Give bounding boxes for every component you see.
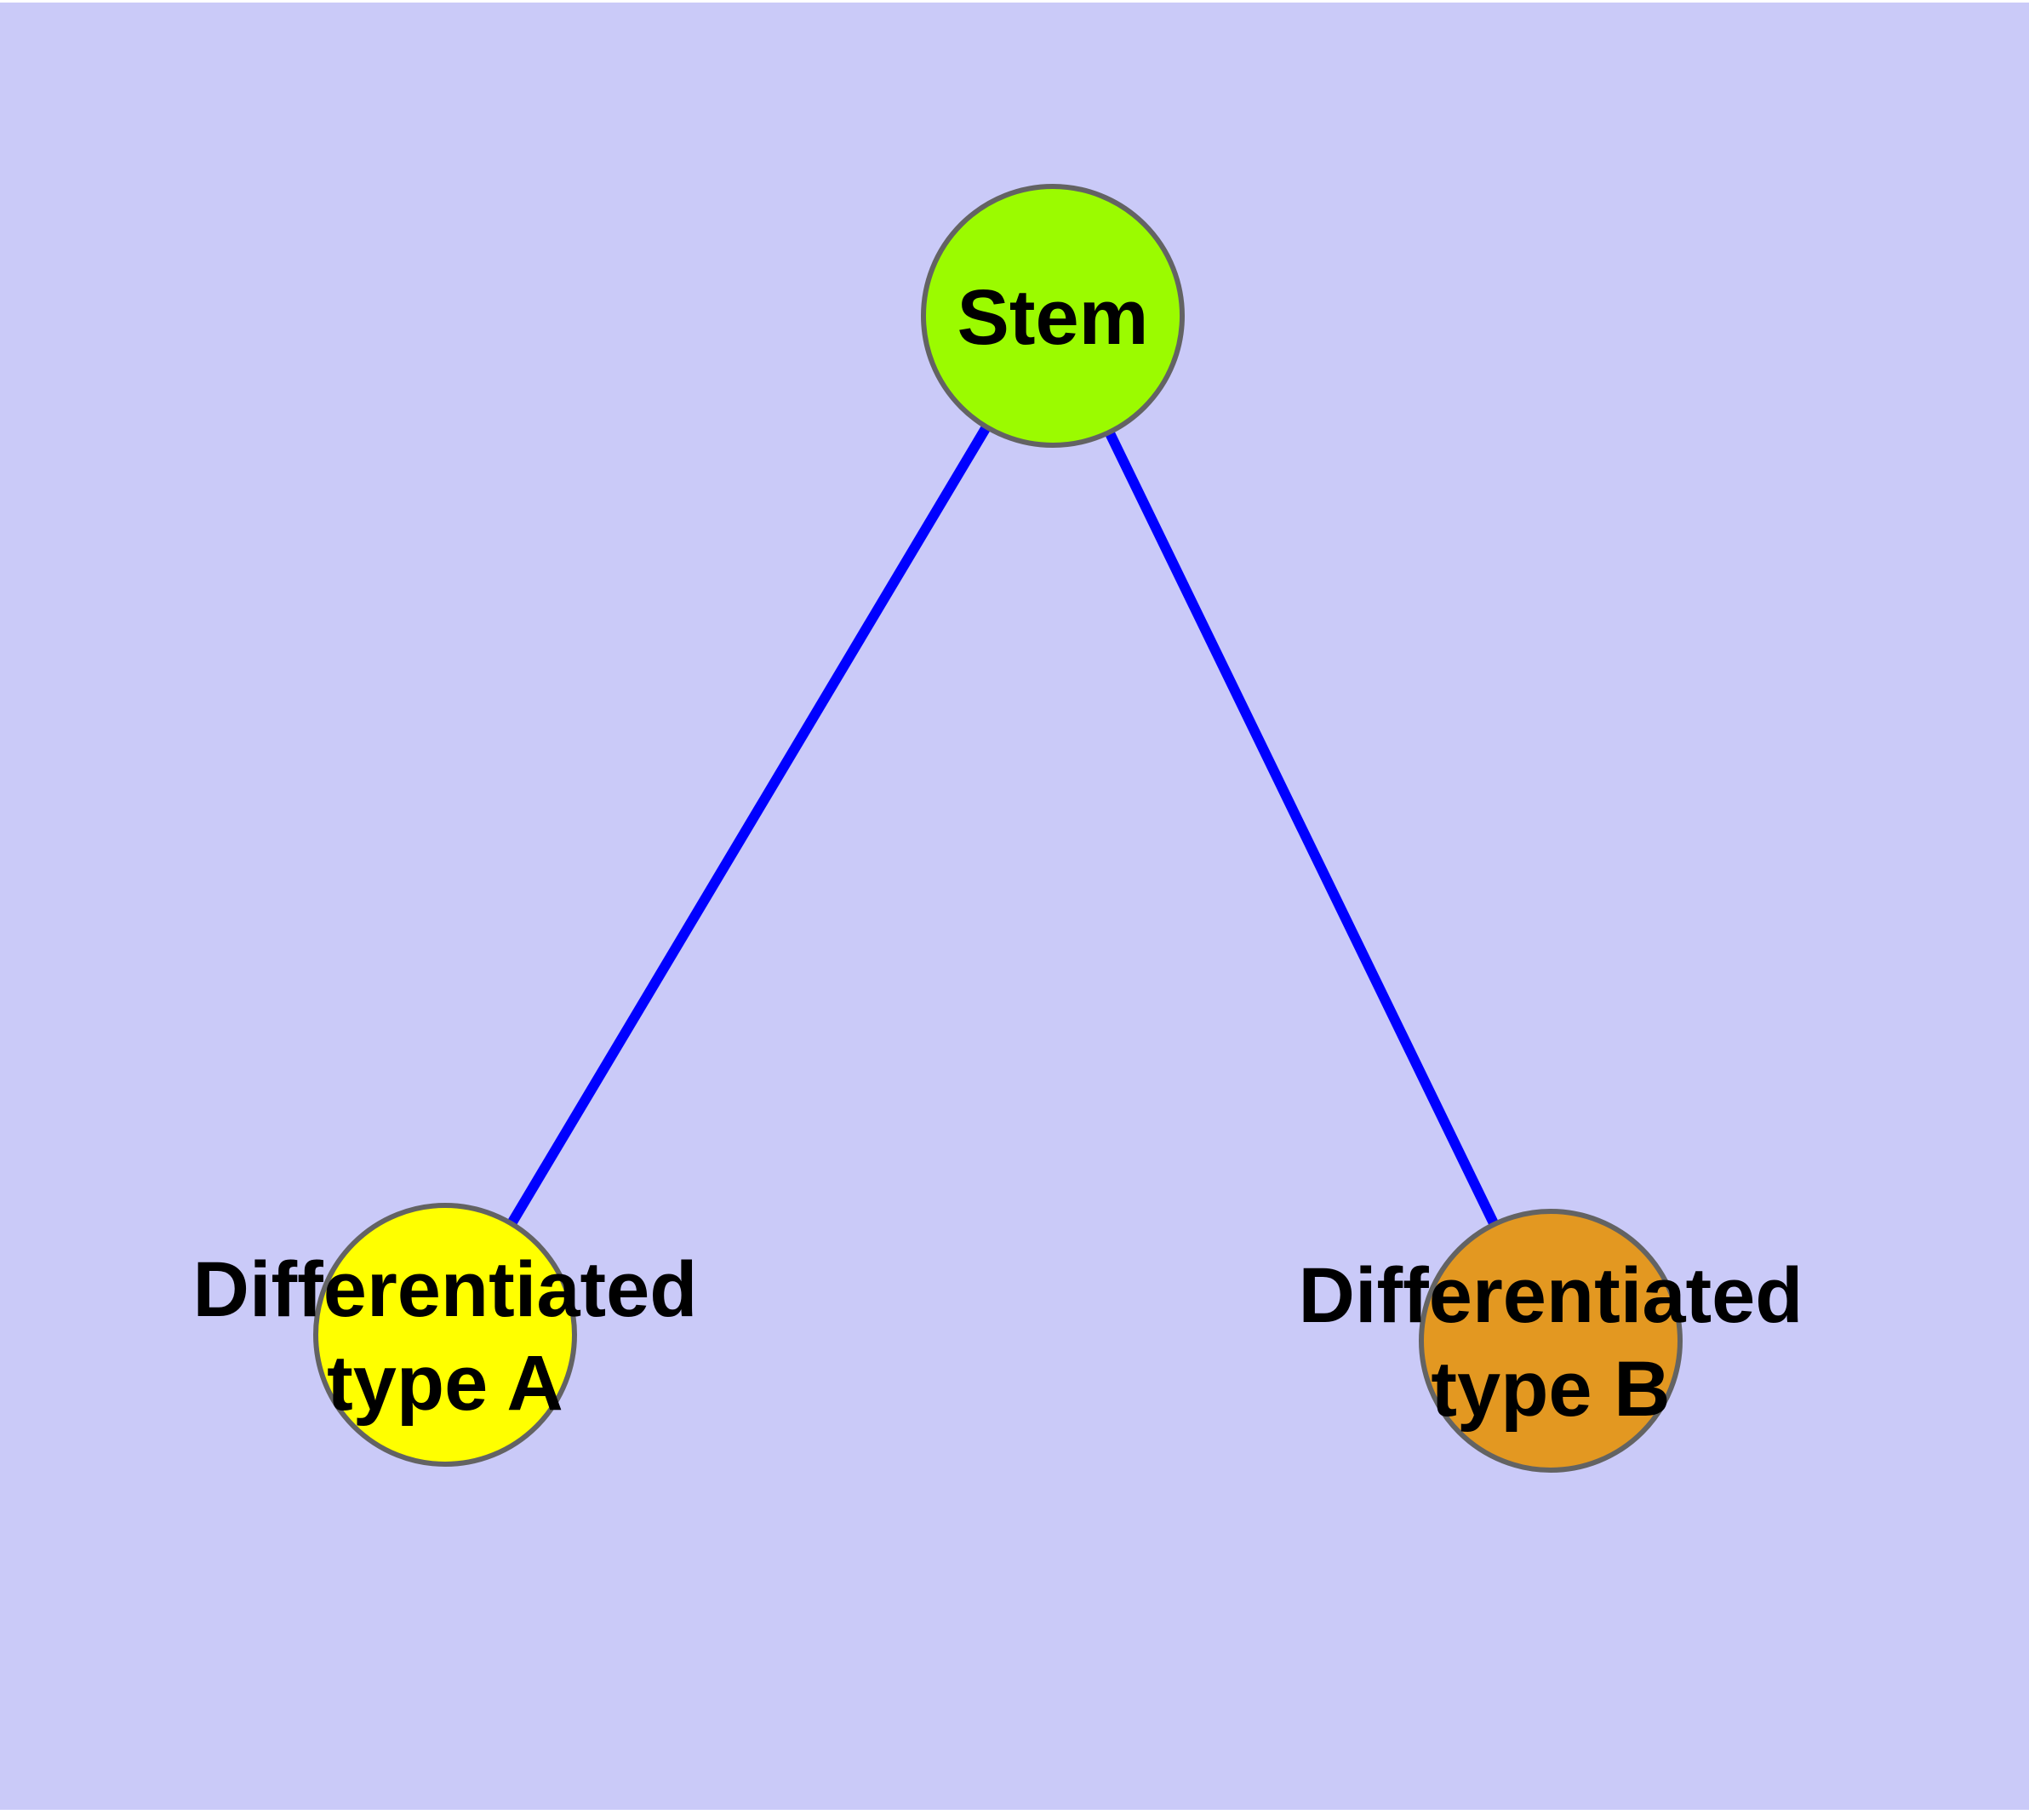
node-label-line: type A: [327, 1340, 563, 1427]
edge-stem-to-differentiated-type-b: [1105, 430, 1499, 1227]
node-differentiated-type-a-circle: [313, 1203, 577, 1467]
node-label-line: Differentiated: [193, 1246, 698, 1333]
node-stem-circle: [921, 184, 1185, 448]
node-differentiated-type-b-circle: [1419, 1209, 1683, 1473]
node-stem-label: Stem: [957, 274, 1149, 361]
node-label-line: Stem: [957, 274, 1149, 361]
edge-stem-to-differentiated-type-a: [506, 424, 992, 1227]
node-stem: Stem: [921, 184, 1185, 448]
node-label-line: Differentiated: [1299, 1252, 1803, 1339]
node-label-line: type B: [1431, 1346, 1670, 1433]
